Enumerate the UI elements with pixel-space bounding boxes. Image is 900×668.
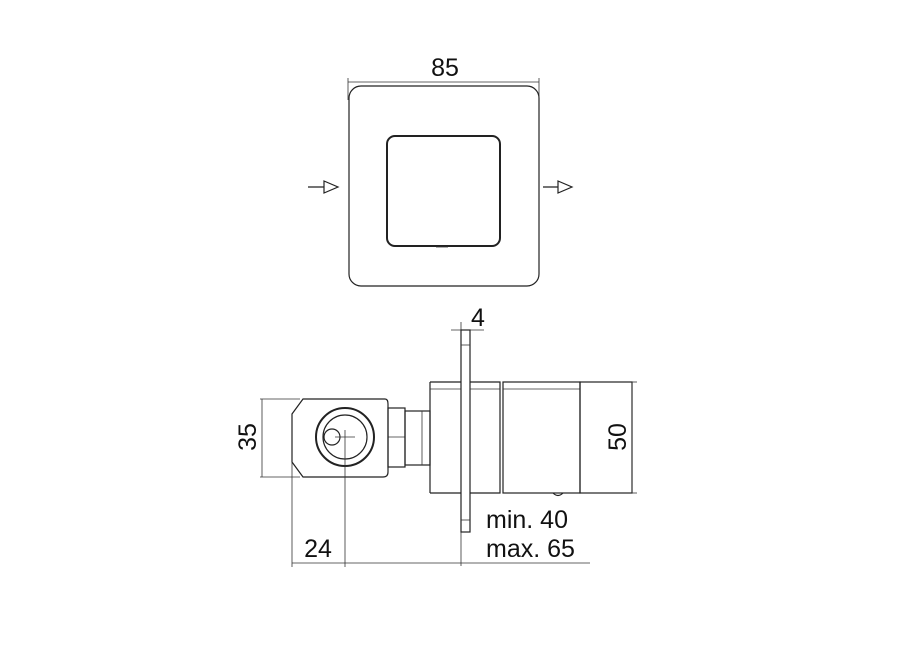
valve-body: [429, 381, 501, 494]
flange: [460, 329, 471, 533]
threaded-connector: [404, 410, 431, 466]
control-knob: [386, 135, 501, 247]
dimension-85: 85: [431, 54, 459, 82]
dimension-50: 50: [604, 423, 632, 451]
depth-max-label: max. 65: [486, 535, 575, 563]
cap-marker: [552, 492, 564, 497]
dimension-24: 24: [304, 535, 332, 563]
cover-plate: [348, 85, 540, 287]
top-view: 85: [308, 54, 574, 287]
depth-min-label: min. 40: [486, 506, 568, 534]
dimension-35: 35: [234, 423, 262, 451]
side-view: 4 35 50 24: [234, 304, 637, 567]
arrow-out-icon: [543, 180, 574, 194]
hex-nut: [387, 407, 406, 468]
arrow-in-icon: [308, 180, 340, 194]
dimension-4: 4: [471, 304, 485, 332]
sleeve: [502, 381, 581, 494]
outlet-body: [291, 398, 389, 478]
